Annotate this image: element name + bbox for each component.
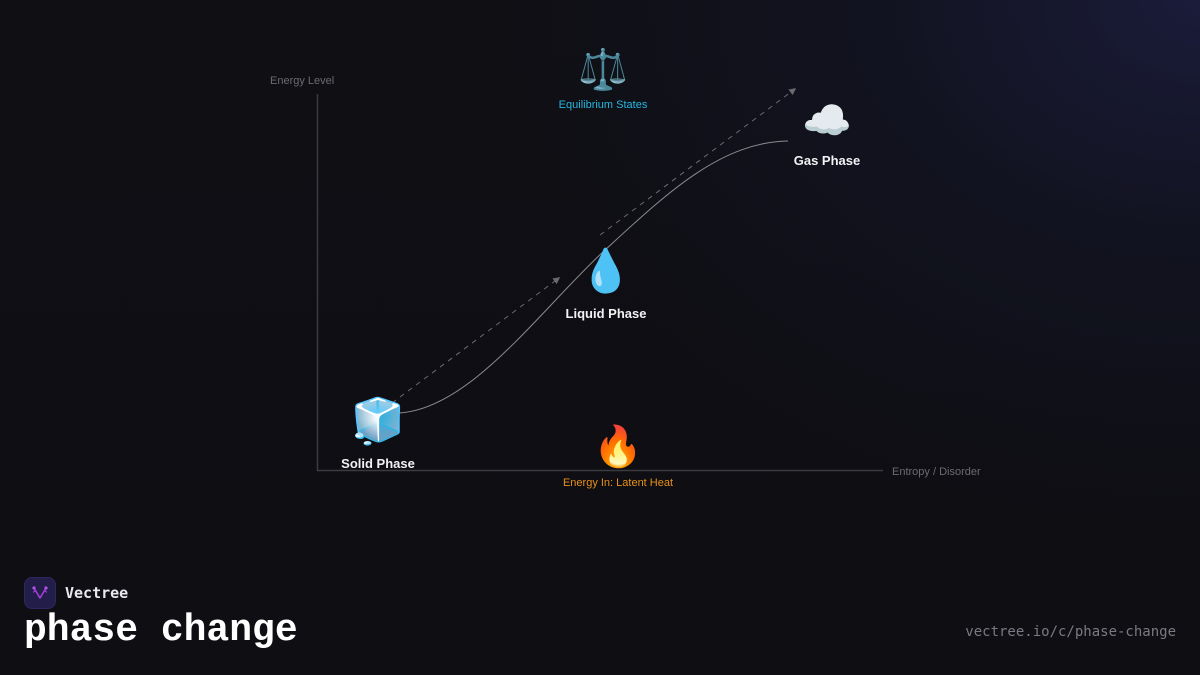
node-equilibrium-states: ⚖️ Equilibrium States xyxy=(559,50,648,111)
liquid-phase-label: Liquid Phase xyxy=(565,306,647,321)
cloud-icon: ☁️ xyxy=(802,98,852,144)
water-droplet-icon: 💧 xyxy=(579,246,633,295)
node-energy-in: 🔥 Energy In: Latent Heat xyxy=(563,427,673,489)
brand: Vectree xyxy=(24,577,128,609)
energy-in-label: Energy In: Latent Heat xyxy=(562,477,674,489)
gas-phase-label: Gas Phase xyxy=(793,153,861,168)
page-title: phase change xyxy=(24,609,298,652)
brand-name: Vectree xyxy=(65,584,129,602)
x-axis-label: Entropy / Disorder xyxy=(892,466,981,478)
equilibrium-label: Equilibrium States xyxy=(558,99,648,111)
phase-curve xyxy=(397,140,789,414)
node-gas-phase: ☁️ Gas Phase xyxy=(794,101,861,168)
ice-cube-icon: 🧊 xyxy=(350,396,406,447)
node-liquid-phase: 💧 Liquid Phase xyxy=(565,246,647,322)
vectree-logo-icon xyxy=(24,577,56,609)
dashed-arrow-liquid-to-gas xyxy=(599,88,797,236)
solid-phase-label: Solid Phase xyxy=(341,456,415,471)
y-axis-label: Energy Level xyxy=(270,75,335,87)
dashed-arrow-solid-to-liquid xyxy=(391,277,561,404)
source-url[interactable]: vectree.io/c/phase-change xyxy=(965,624,1176,640)
balance-scale-icon: ⚖️ xyxy=(578,47,628,93)
node-solid-phase: 🧊 Solid Phase xyxy=(341,396,415,472)
fire-icon: 🔥 xyxy=(593,424,643,470)
